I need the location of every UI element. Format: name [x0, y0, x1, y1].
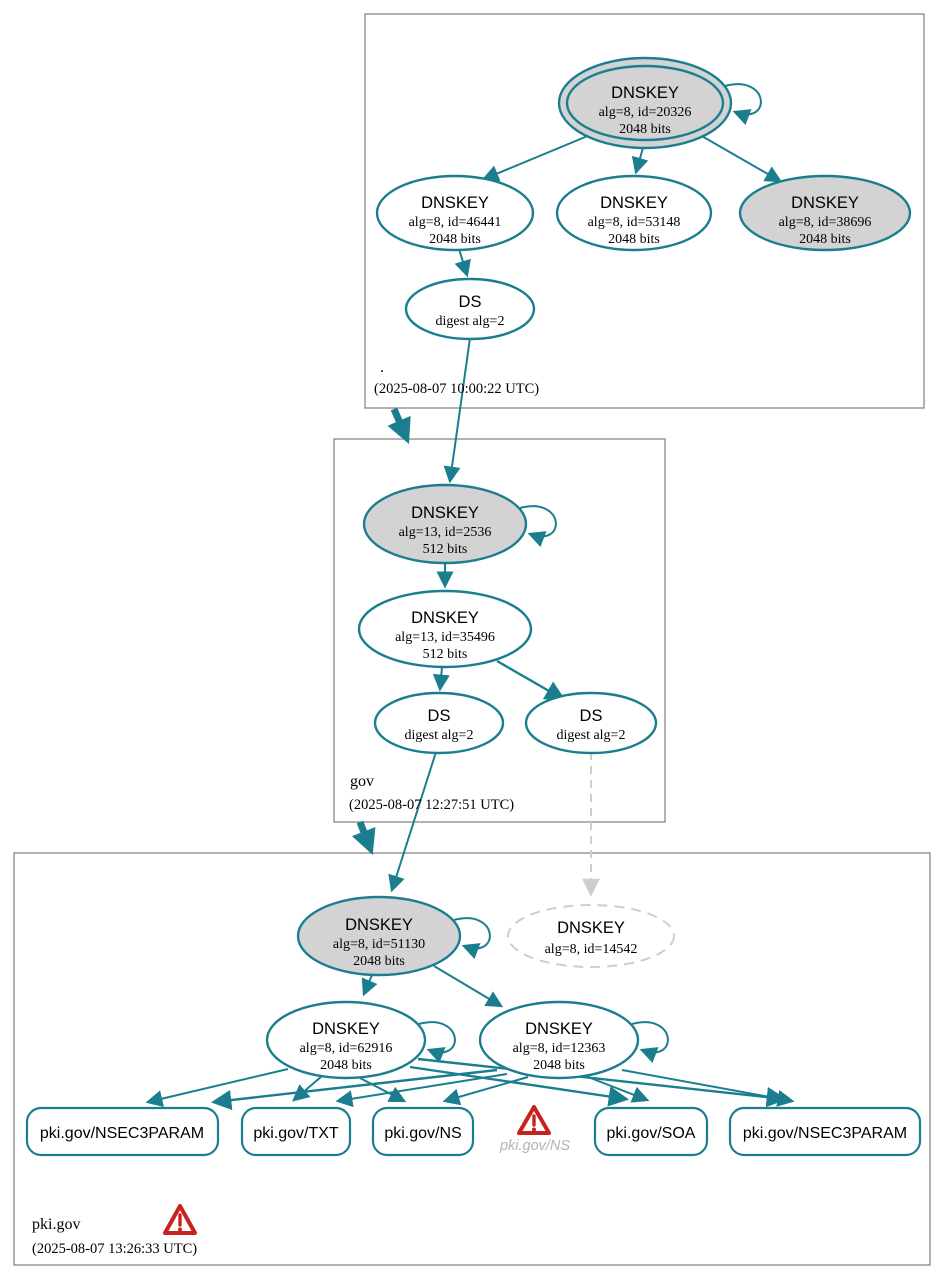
gov-ds2-detail: digest alg=2 — [557, 728, 626, 743]
edge-zsk2-to-nsec3param-left — [210, 1068, 498, 1111]
edge-pki-zsk1-selfloop — [418, 1021, 456, 1064]
edge-zsk2-to-txt — [335, 1073, 508, 1108]
pki-zsk1-type: DNSKEY — [312, 1020, 380, 1038]
pki-zsk1-node[interactable]: DNSKEY alg=8, id=62916 2048 bits — [265, 1000, 427, 1080]
rrset-ns-node[interactable]: pki.gov/NS — [371, 1106, 475, 1157]
edge-zsk1-to-nsec3param-right — [417, 1057, 788, 1108]
edge-root-ksk-to-key3 — [699, 134, 783, 183]
rrset-nsec3param-left-label: pki.gov/NSEC3PARAM — [40, 1125, 204, 1142]
gov-zone-timestamp: (2025-08-07 12:27:51 UTC) — [349, 797, 514, 813]
root-ds-type: DS — [459, 293, 482, 311]
edge-zsk2-to-ns — [442, 1076, 529, 1106]
edge-zsk1-to-soa — [409, 1065, 630, 1107]
gov-zsk-bits: 512 bits — [423, 647, 468, 662]
pki-zsk1-detail: alg=8, id=62916 — [300, 1041, 393, 1056]
root-ksk-detail: alg=8, id=20326 — [599, 105, 692, 120]
rrset-txt-label: pki.gov/TXT — [253, 1125, 339, 1142]
pki-zsk1-bits: 2048 bits — [320, 1058, 372, 1073]
root-zsk1-bits: 2048 bits — [429, 232, 481, 247]
root-zone-timestamp: (2025-08-07 10:00:22 UTC) — [374, 381, 539, 397]
edge-root-zsk1-to-ds — [454, 248, 471, 278]
rrset-nsec3param-left-node[interactable]: pki.gov/NSEC3PARAM — [25, 1106, 220, 1157]
pki-gov-zone-box — [13, 852, 931, 1266]
edge-zsk2-to-soa — [587, 1076, 650, 1103]
gov-ds2-type: DS — [580, 707, 603, 725]
root-key3-type: DNSKEY — [791, 194, 859, 212]
edge-zsk1-to-ns — [359, 1077, 407, 1103]
pki-zsk2-type: DNSKEY — [525, 1020, 593, 1038]
pki-zsk2-bits: 2048 bits — [533, 1058, 585, 1073]
gov-ds1-type: DS — [428, 707, 451, 725]
edge-gov-zsk-to-ds1 — [432, 666, 450, 692]
rrset-ns-warning-label: pki.gov/NS — [499, 1138, 570, 1154]
pki-ksk-node[interactable]: DNSKEY alg=8, id=51130 2048 bits — [296, 895, 462, 977]
edge-gov-zsk-to-ds2 — [496, 659, 566, 701]
gov-zsk-detail: alg=13, id=35496 — [395, 630, 495, 645]
rrset-nsec3param-right-node[interactable]: pki.gov/NSEC3PARAM — [728, 1106, 922, 1157]
rrset-nsec3param-right-label: pki.gov/NSEC3PARAM — [743, 1125, 907, 1142]
rrset-ns-label: pki.gov/NS — [384, 1125, 461, 1142]
root-ds-detail: digest alg=2 — [436, 314, 505, 329]
gov-zsk-type: DNSKEY — [411, 609, 479, 627]
pki-missing-key-type: DNSKEY — [557, 919, 625, 937]
edge-root-ds-to-gov-ksk — [443, 337, 471, 484]
edge-root-ksk-selfloop — [724, 83, 762, 126]
pki-missing-key-detail: alg=8, id=14542 — [545, 942, 638, 957]
edge-root-ksk-to-zsk1 — [481, 134, 591, 182]
root-ds-node[interactable]: DS digest alg=2 — [404, 277, 536, 341]
root-zone-box — [364, 13, 925, 409]
root-zsk2-type: DNSKEY — [600, 194, 668, 212]
edge-root-to-gov-delegation — [387, 407, 411, 444]
root-zsk2-bits: 2048 bits — [608, 232, 660, 247]
gov-zsk-node[interactable]: DNSKEY alg=13, id=35496 512 bits — [357, 589, 533, 669]
edge-zsk2-to-nsec3param-right — [621, 1069, 795, 1107]
root-ksk-bits: 2048 bits — [619, 122, 671, 137]
rrset-soa-node[interactable]: pki.gov/SOA — [593, 1106, 709, 1157]
root-ksk-type: DNSKEY — [611, 84, 679, 102]
gov-ksk-type: DNSKEY — [411, 504, 479, 522]
rrset-txt-node[interactable]: pki.gov/TXT — [240, 1106, 352, 1157]
edge-gov-ds1-to-pki-ksk — [388, 751, 437, 893]
pki-ksk-bits: 2048 bits — [353, 954, 405, 969]
pki-zone-label: pki.gov — [32, 1216, 80, 1233]
pki-missing-key-node[interactable]: DNSKEY alg=8, id=14542 — [507, 904, 675, 968]
gov-zone-label: gov — [350, 773, 374, 790]
gov-ksk-bits: 512 bits — [423, 542, 468, 557]
zone-warning-icon — [163, 1204, 197, 1235]
pki-zone-timestamp: (2025-08-07 13:26:33 UTC) — [32, 1241, 197, 1257]
edge-gov-ksk-selfloop — [519, 505, 557, 548]
gov-ds1-node[interactable]: DS digest alg=2 — [373, 691, 505, 755]
gov-ksk-node[interactable]: DNSKEY alg=13, id=2536 512 bits — [362, 483, 528, 565]
gov-zone-box — [333, 438, 666, 823]
root-key3-bits: 2048 bits — [799, 232, 851, 247]
edge-pki-zsk2-selfloop — [631, 1021, 669, 1064]
root-zone-label: . — [380, 359, 384, 376]
root-key3-detail: alg=8, id=38696 — [779, 215, 872, 230]
pki-zsk2-node[interactable]: DNSKEY alg=8, id=12363 2048 bits — [478, 1000, 640, 1080]
edge-gov-to-pki-delegation — [351, 820, 376, 856]
gov-ds2-node[interactable]: DS digest alg=2 — [524, 691, 658, 755]
edge-root-ksk-to-zsk2 — [631, 147, 649, 175]
edge-zsk1-to-nsec3param-left — [145, 1068, 289, 1107]
gov-ksk-detail: alg=13, id=2536 — [399, 525, 492, 540]
root-zsk2-node[interactable]: DNSKEY alg=8, id=53148 2048 bits — [555, 174, 713, 252]
warning-icon — [517, 1105, 551, 1135]
rrset-ns-warning-node[interactable]: pki.gov/NS — [499, 1105, 570, 1154]
pki-zsk2-detail: alg=8, id=12363 — [513, 1041, 606, 1056]
root-key3-node[interactable]: DNSKEY alg=8, id=38696 2048 bits — [738, 174, 912, 252]
root-zsk1-node[interactable]: DNSKEY alg=8, id=46441 2048 bits — [375, 174, 535, 252]
root-zsk1-type: DNSKEY — [421, 194, 489, 212]
edge-zsk1-to-txt — [292, 1075, 323, 1102]
edge-pki-ksk-to-zsk1 — [361, 974, 378, 997]
pki-ksk-type: DNSKEY — [345, 916, 413, 934]
edge-pki-ksk-selfloop — [453, 917, 491, 960]
root-ksk-node[interactable]: DNSKEY alg=8, id=20326 2048 bits — [557, 56, 733, 150]
root-zsk1-detail: alg=8, id=46441 — [409, 215, 502, 230]
edge-pki-ksk-to-zsk2 — [433, 965, 504, 1008]
rrset-soa-label: pki.gov/SOA — [607, 1125, 696, 1142]
root-zsk2-detail: alg=8, id=53148 — [588, 215, 681, 230]
pki-ksk-detail: alg=8, id=51130 — [333, 937, 425, 952]
gov-ds1-detail: digest alg=2 — [405, 728, 474, 743]
